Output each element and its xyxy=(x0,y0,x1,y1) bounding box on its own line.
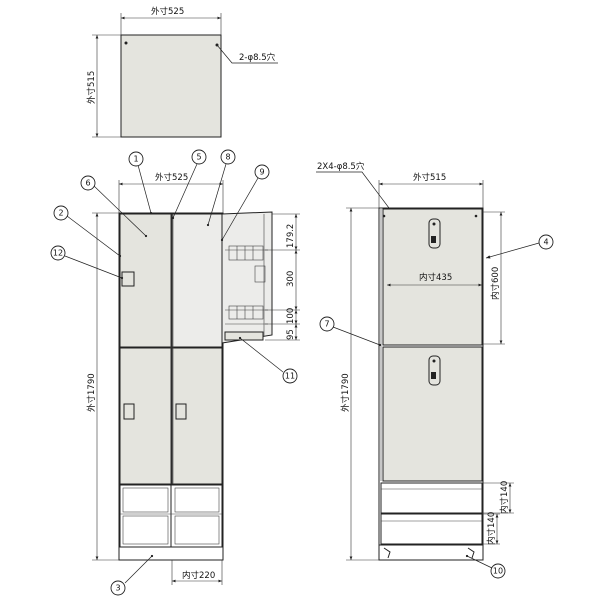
door-handle-upper[interactable] xyxy=(121,271,135,287)
balloon-2-label: 2 xyxy=(58,209,63,218)
side-inner-140-upper: 内寸140 xyxy=(499,481,510,514)
panel-dim-100: 100 xyxy=(286,308,296,324)
side-plinth xyxy=(378,544,484,561)
side-height-label: 外寸1790 xyxy=(340,373,351,412)
top-width-label: 外寸525 xyxy=(151,6,184,17)
front-plinth xyxy=(118,546,224,561)
balloon-12-label: 12 xyxy=(53,249,63,258)
balloon-4 xyxy=(538,234,554,250)
front-view: 外寸525 外寸1790 内寸220 179.2 300 100 95 xyxy=(86,172,300,585)
balloon-6 xyxy=(80,175,96,191)
front-width-label: 外寸525 xyxy=(155,172,188,183)
side-base-upper xyxy=(380,482,483,514)
lifting-bracket-upper xyxy=(428,218,441,249)
top-view-plate xyxy=(120,34,222,138)
side-base-lower xyxy=(380,513,483,545)
lifting-bracket-lower xyxy=(428,355,441,386)
balloon-3-label: 3 xyxy=(115,584,120,593)
balloon-5 xyxy=(191,149,207,165)
side-panel-lower xyxy=(382,346,483,482)
balloon-9-label: 9 xyxy=(259,168,264,177)
open-mounting-panel xyxy=(221,211,273,344)
top-holes-label: 2-φ8.5穴 xyxy=(239,52,276,63)
balloon-10 xyxy=(490,563,506,579)
top-view: 外寸525 外寸515 2-φ8.5穴 xyxy=(86,6,278,138)
balloon-3 xyxy=(110,580,126,596)
balloon-7-label: 7 xyxy=(324,320,329,329)
front-door-upper-right[interactable] xyxy=(171,213,223,348)
callout-balloons: 1 6 2 12 5 8 9 11 3 4 xyxy=(50,149,554,596)
door-handle-lower-left[interactable] xyxy=(123,403,135,420)
front-height-label: 外寸1790 xyxy=(86,373,97,412)
side-inner-140-lower: 内寸140 xyxy=(486,512,497,545)
side-view: 外寸515 外寸1790 内寸435 内寸600 内寸140 内寸140 2X4… xyxy=(316,161,514,561)
side-inner-width-label: 内寸435 xyxy=(419,272,452,283)
side-depth-label: 外寸515 xyxy=(413,172,446,183)
top-hole-left xyxy=(124,41,128,45)
balloon-4-label: 4 xyxy=(543,238,548,247)
balloon-1 xyxy=(128,151,144,167)
panel-dim-179: 179.2 xyxy=(286,224,296,248)
panel-dim-300: 300 xyxy=(286,271,296,287)
side-inner-height-label: 内寸600 xyxy=(490,267,501,300)
balloon-5-label: 5 xyxy=(196,153,201,162)
door-handle-lower-right[interactable] xyxy=(175,403,187,420)
balloon-12 xyxy=(50,245,66,261)
balloon-2 xyxy=(53,205,69,221)
panel-dim-95: 95 xyxy=(286,329,296,340)
balloon-8 xyxy=(220,149,236,165)
balloon-11 xyxy=(282,368,298,384)
balloon-7 xyxy=(319,316,335,332)
inner-width-label: 内寸220 xyxy=(182,570,215,581)
balloon-8-label: 8 xyxy=(225,153,230,162)
balloon-9 xyxy=(254,164,270,180)
side-holes-label: 2X4-φ8.5穴 xyxy=(317,161,365,172)
balloon-11-label: 11 xyxy=(285,372,295,381)
balloon-6-label: 6 xyxy=(85,179,90,188)
side-panel-upper xyxy=(382,208,483,346)
top-depth-label: 外寸515 xyxy=(86,71,97,104)
balloon-10-label: 10 xyxy=(493,567,503,576)
balloon-1-label: 1 xyxy=(133,155,138,164)
